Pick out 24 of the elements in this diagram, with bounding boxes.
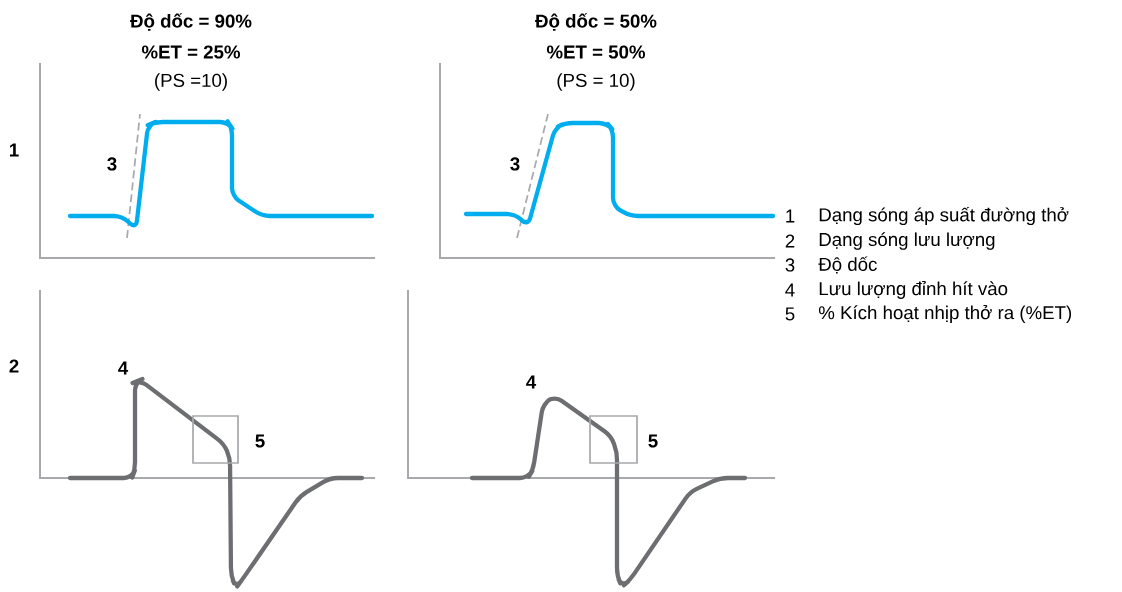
key-text: Lưu lượng đỉnh hít vào: [819, 281, 1008, 299]
row-number: 1: [10, 143, 19, 157]
callout-number: 4: [526, 375, 537, 389]
key-text: % Kích hoạt nhịp thở ra (%ET): [818, 305, 1072, 323]
panel-heading: (PS = 10): [557, 73, 635, 91]
panel-heading: (PS =10): [155, 73, 227, 91]
callout-number: 3: [510, 157, 520, 171]
callout-number: 3: [107, 157, 117, 171]
callout-number: 5: [648, 434, 658, 448]
key-number: 3: [785, 258, 795, 272]
key-text: Độ dốc: [818, 256, 877, 274]
key-number: 5: [785, 307, 795, 321]
key-number: 4: [785, 283, 795, 297]
row-number: 2: [9, 359, 19, 373]
key-number: 2: [785, 234, 795, 248]
panel-heading: Độ dốc = 90%: [130, 13, 252, 31]
callout-number: 4: [118, 361, 129, 375]
key-text: Dạng sóng lưu lượng: [819, 232, 995, 250]
callout-number: 5: [255, 434, 265, 448]
panel-heading: %ET = 25%: [141, 45, 241, 59]
key-number: 1: [786, 209, 795, 223]
key-text: Dạng sóng áp suất đường thở: [819, 206, 1069, 226]
panel-heading: %ET = 50%: [546, 45, 646, 59]
panel-heading: Độ dốc = 50%: [535, 13, 657, 31]
